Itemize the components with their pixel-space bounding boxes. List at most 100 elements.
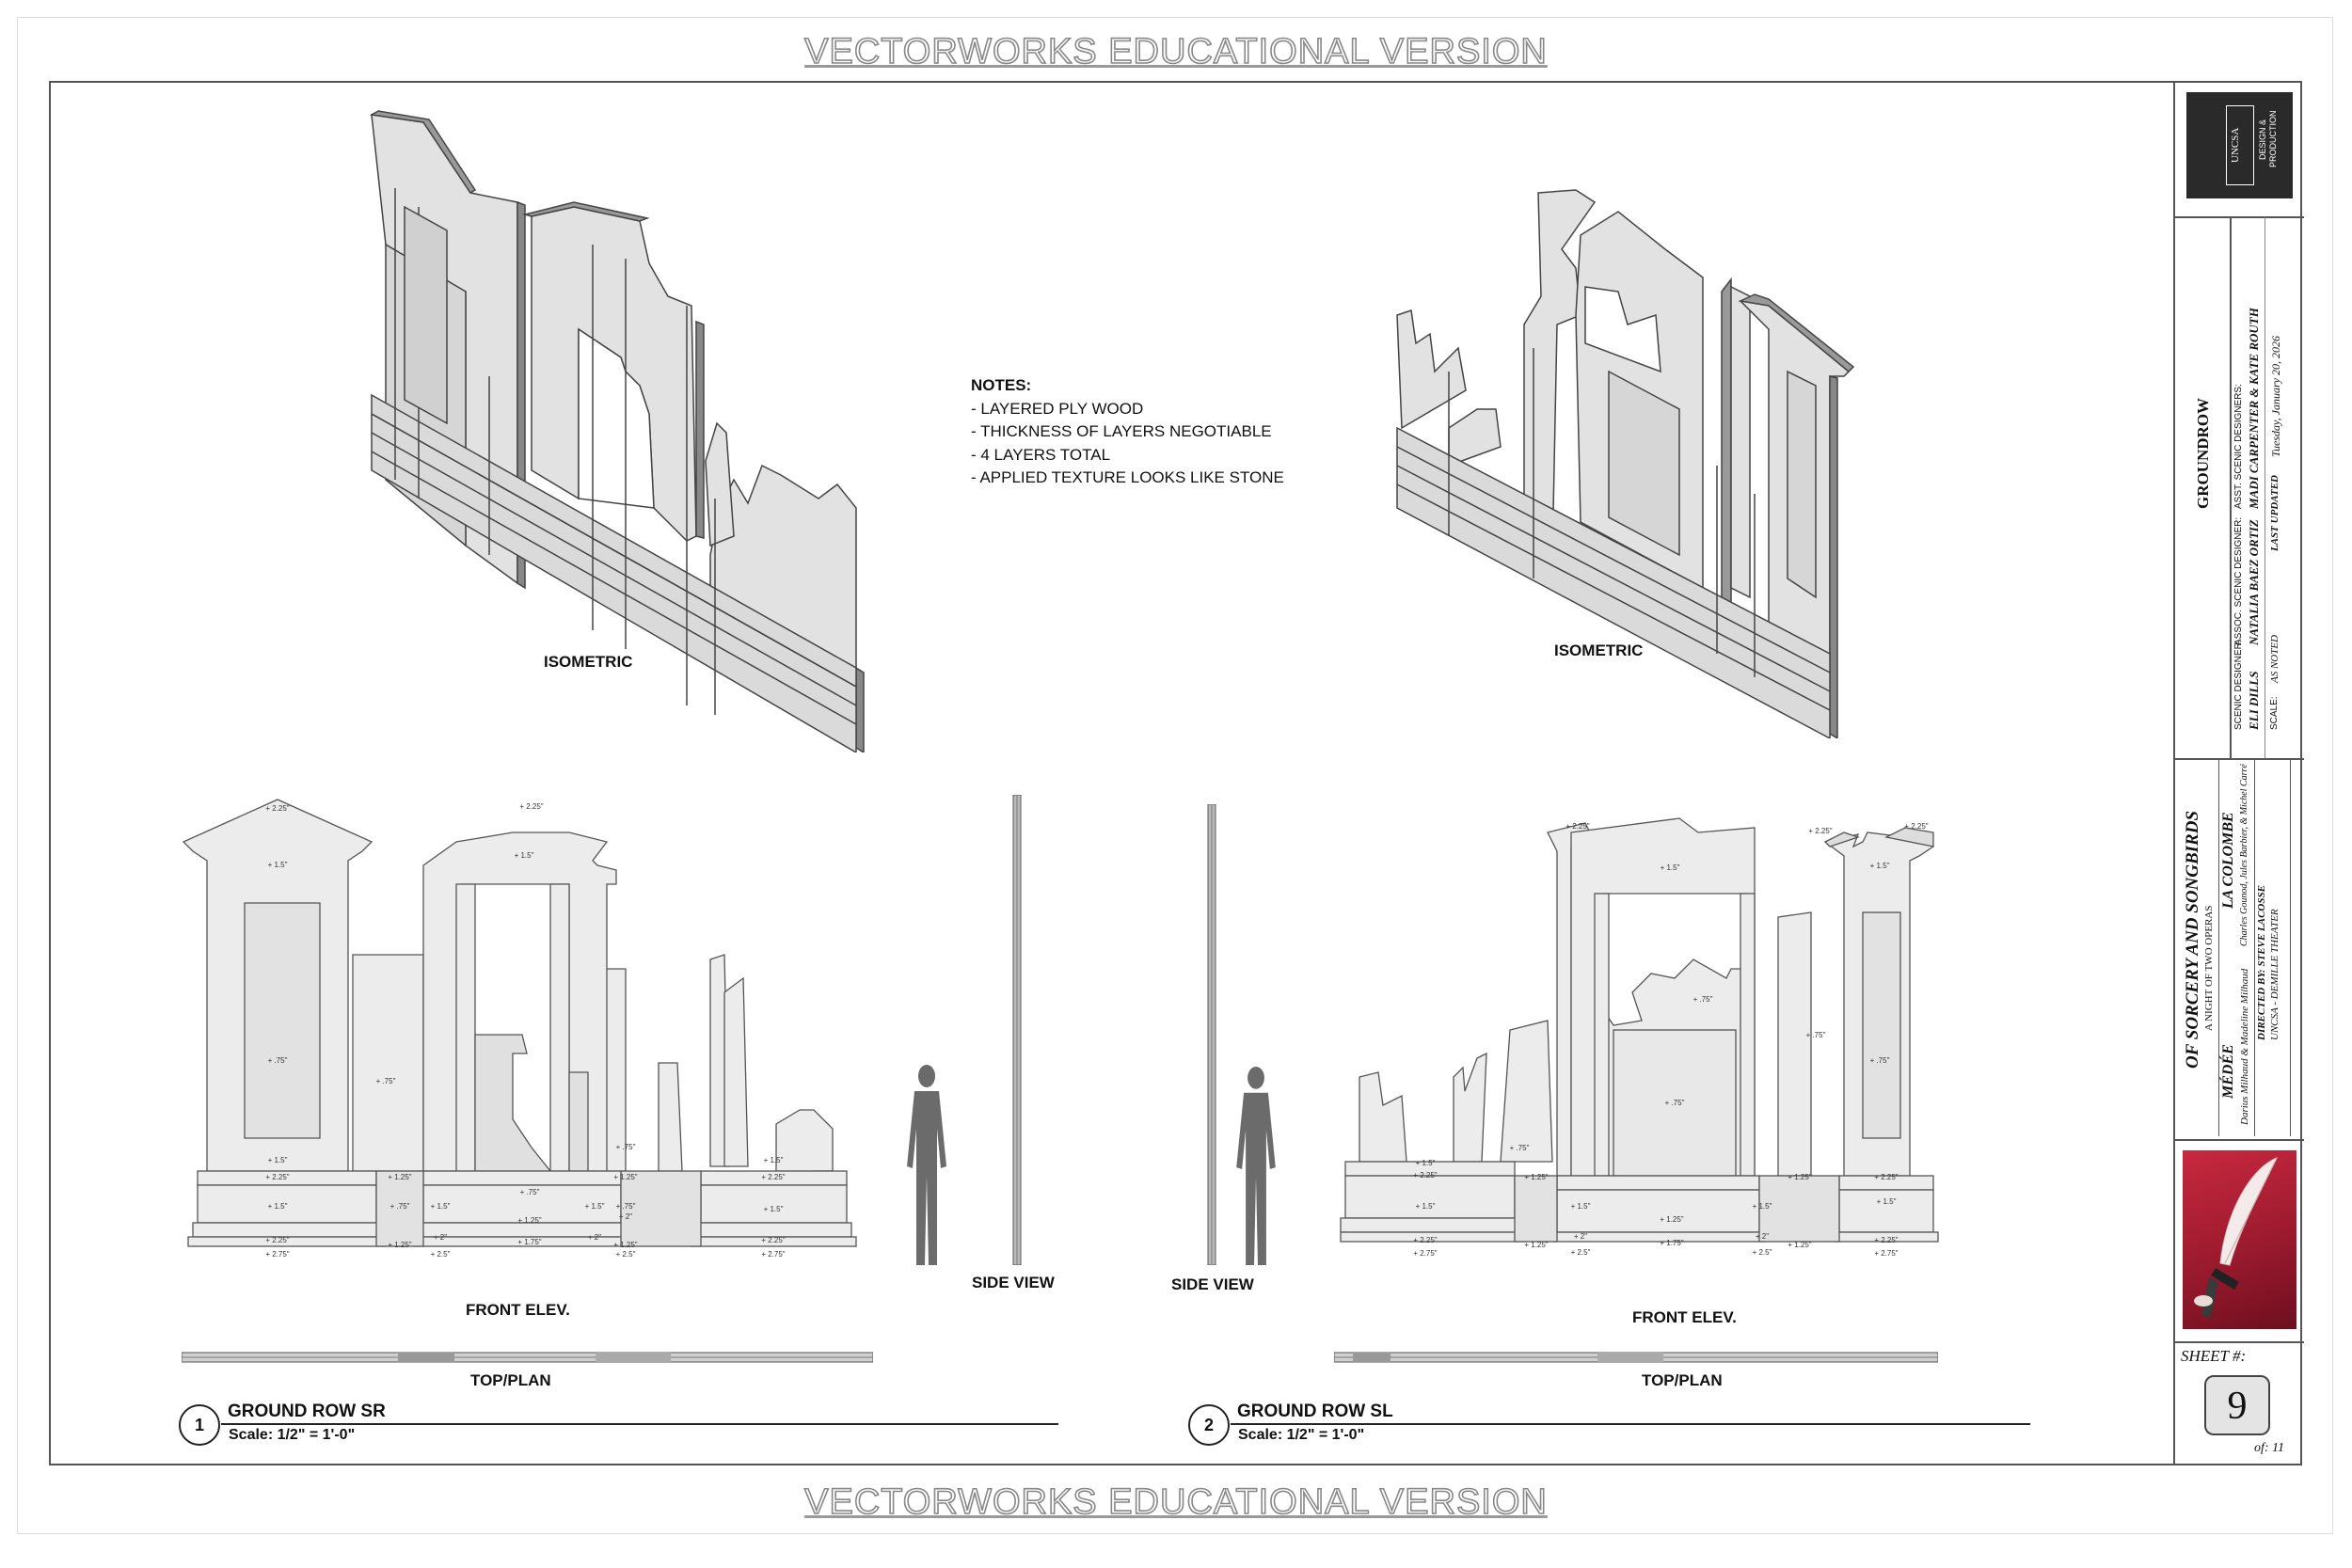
logo-text: DESIGN & [2258, 119, 2267, 160]
divider [2218, 760, 2219, 1136]
assoc-designer: NATALIA BAEZ ORTIZ [2247, 519, 2261, 645]
show-title: OF SORCERY AND SONGBIRDS [2183, 810, 2202, 1069]
dim-label: + 2.25" [519, 802, 543, 811]
note-item: - APPLIED TEXTURE LOOKS LIKE STONE [971, 468, 1284, 486]
label-isometric-sl: ISOMETRIC [1554, 641, 1644, 659]
note-item: - THICKNESS OF LAYERS NEGOTIABLE [971, 422, 1272, 440]
dim-label: + 1.75" [1660, 1239, 1683, 1247]
divider [2254, 760, 2255, 1136]
label-top-plan-sr: TOP/PLAN [470, 1371, 551, 1389]
dim-label: + 2.25" [265, 804, 289, 813]
drawing-number-1: 1 [179, 1404, 220, 1446]
dim-label: + 2" [434, 1233, 447, 1242]
dim-label: + 1.5" [268, 1156, 288, 1164]
dim-label: + 1.5" [1661, 863, 1680, 872]
drawing-title-1: GROUND ROW SR [228, 1402, 386, 1421]
scenic-designer-label: SCENIC DESIGNER: [2233, 640, 2244, 730]
side-view-sl [1207, 804, 1216, 1265]
dim-label: + 1.25" [517, 1216, 541, 1225]
drawing-scale-1: Scale: 1/2" = 1'-0" [229, 1427, 356, 1443]
dim-label: + .75" [1806, 1031, 1826, 1039]
watermark-bottom: VECTORWORKS EDUCATIONAL VERSION [803, 1481, 1548, 1523]
dim-label: + 1.25" [388, 1241, 411, 1249]
label-side-view-sl: SIDE VIEW [1171, 1275, 1254, 1293]
divider [2290, 760, 2291, 1136]
front-elevation-sl: + 2.25" + 1.5" + .75" + .75" + 2.25" + 2… [1340, 817, 1939, 1258]
dim-label: + 1.5" [1416, 1159, 1436, 1167]
dim-label: + 2.5" [616, 1250, 636, 1259]
venue: UNCSA - DEMILLE THEATER [2269, 909, 2280, 1040]
dim-label: + 1.25" [1524, 1173, 1548, 1181]
dim-label: + 1.75" [517, 1238, 541, 1246]
opera-1-title: MÉDÉE [2220, 1044, 2236, 1099]
dim-label: + 2.25" [1874, 1173, 1898, 1181]
dim-label: + 2.25" [761, 1173, 785, 1181]
dim-label: + .75" [616, 1202, 636, 1211]
dim-label: + 2" [1756, 1232, 1769, 1241]
divider [2175, 216, 2304, 218]
dim-label: + .75" [1665, 1099, 1685, 1107]
top-plan-sl [1334, 1352, 1938, 1363]
human-scale-figure [1236, 1066, 1276, 1265]
assoc-designer-label: ASSOC. SCENIC DESIGNER: [2233, 516, 2244, 645]
logo-text: PRODUCTION [2268, 110, 2278, 168]
drawing-title-underline [221, 1423, 1058, 1425]
dim-label: + 2.75" [1874, 1249, 1898, 1258]
dim-label: + 2.5" [1753, 1248, 1772, 1257]
dim-label: + 1.25" [1788, 1173, 1811, 1181]
note-item: - 4 LAYERS TOTAL [971, 445, 1111, 464]
label-side-view-sr: SIDE VIEW [972, 1274, 1055, 1291]
dim-label: + 1.5" [515, 851, 534, 860]
label-top-plan-sl: TOP/PLAN [1642, 1371, 1723, 1389]
note-item: - LAYERED PLY WOOD [971, 399, 1144, 418]
human-scale-figure [907, 1065, 946, 1265]
notes: NOTES: - LAYERED PLY WOOD - THICKNESS OF… [971, 374, 1284, 490]
dim-label: + 2.25" [761, 1236, 785, 1244]
dim-label: + 1.25" [1524, 1241, 1548, 1249]
opera-1-composers: Darius Milhaud & Madeline Milhaud [2239, 968, 2250, 1125]
dim-label: + .75" [376, 1077, 396, 1085]
isometric-sl [1396, 189, 1855, 738]
dim-label: + 2.75" [1413, 1249, 1437, 1258]
dim-label: + 2.5" [431, 1250, 451, 1259]
uncsa-logo: UNCSA DESIGN & PRODUCTION [2186, 92, 2293, 198]
dim-label: + 2.25" [1874, 1236, 1898, 1244]
dim-label: + 2.75" [761, 1250, 785, 1259]
dim-label: + 2" [619, 1212, 632, 1221]
label-front-elev-sr: FRONT ELEV. [466, 1301, 570, 1319]
dim-label: + 2.25" [265, 1173, 289, 1181]
dim-label: + .75" [268, 1056, 288, 1065]
dim-label: + 2.25" [265, 1236, 289, 1244]
dim-label: + 1.5" [1870, 862, 1890, 870]
dim-label: + 1.25" [388, 1173, 411, 1181]
sheet-border [17, 17, 2333, 1534]
dim-label: + 1.5" [1416, 1202, 1436, 1211]
drawing-title-underline [1231, 1423, 2030, 1425]
show-subtitle: A NIGHT OF TWO OPERAS [2203, 905, 2215, 1031]
asst-designers-label: ASST. SCENIC DESIGNERS: [2233, 384, 2244, 509]
dim-label: + .75" [1510, 1144, 1530, 1152]
dim-label: + 2.5" [1571, 1248, 1591, 1257]
scale-label: SCALE: [2269, 696, 2280, 730]
dim-label: + 1.5" [585, 1202, 605, 1211]
dim-label: + 2.75" [265, 1250, 289, 1259]
divider [2175, 758, 2304, 760]
drawing-title-2: GROUND ROW SL [1237, 1402, 1393, 1421]
dim-label: + 2.25" [1808, 827, 1832, 835]
divider [2175, 1139, 2304, 1141]
top-plan-sr [182, 1352, 873, 1363]
dim-label: + 1.25" [613, 1241, 637, 1249]
dim-label: + 1.25" [613, 1173, 637, 1181]
opera-2-composers: Charles Gounod, Jules Barbier, & Michel … [2239, 764, 2249, 946]
dim-label: + 1.5" [764, 1205, 784, 1213]
dim-label: + 2.25" [1413, 1236, 1437, 1244]
sheet-name: GROUNDROW [2194, 397, 2212, 509]
label-front-elev-sl: FRONT ELEV. [1632, 1308, 1737, 1326]
dim-label: + .75" [1693, 995, 1713, 1004]
dim-label: + 1.5" [1753, 1202, 1772, 1211]
scale-value: AS NOTED [2269, 634, 2280, 683]
dim-label: + .75" [390, 1202, 410, 1211]
drawing-number-2: 2 [1188, 1404, 1230, 1446]
divider [2175, 1341, 2304, 1343]
feather-dagger-icon [2194, 1157, 2278, 1318]
